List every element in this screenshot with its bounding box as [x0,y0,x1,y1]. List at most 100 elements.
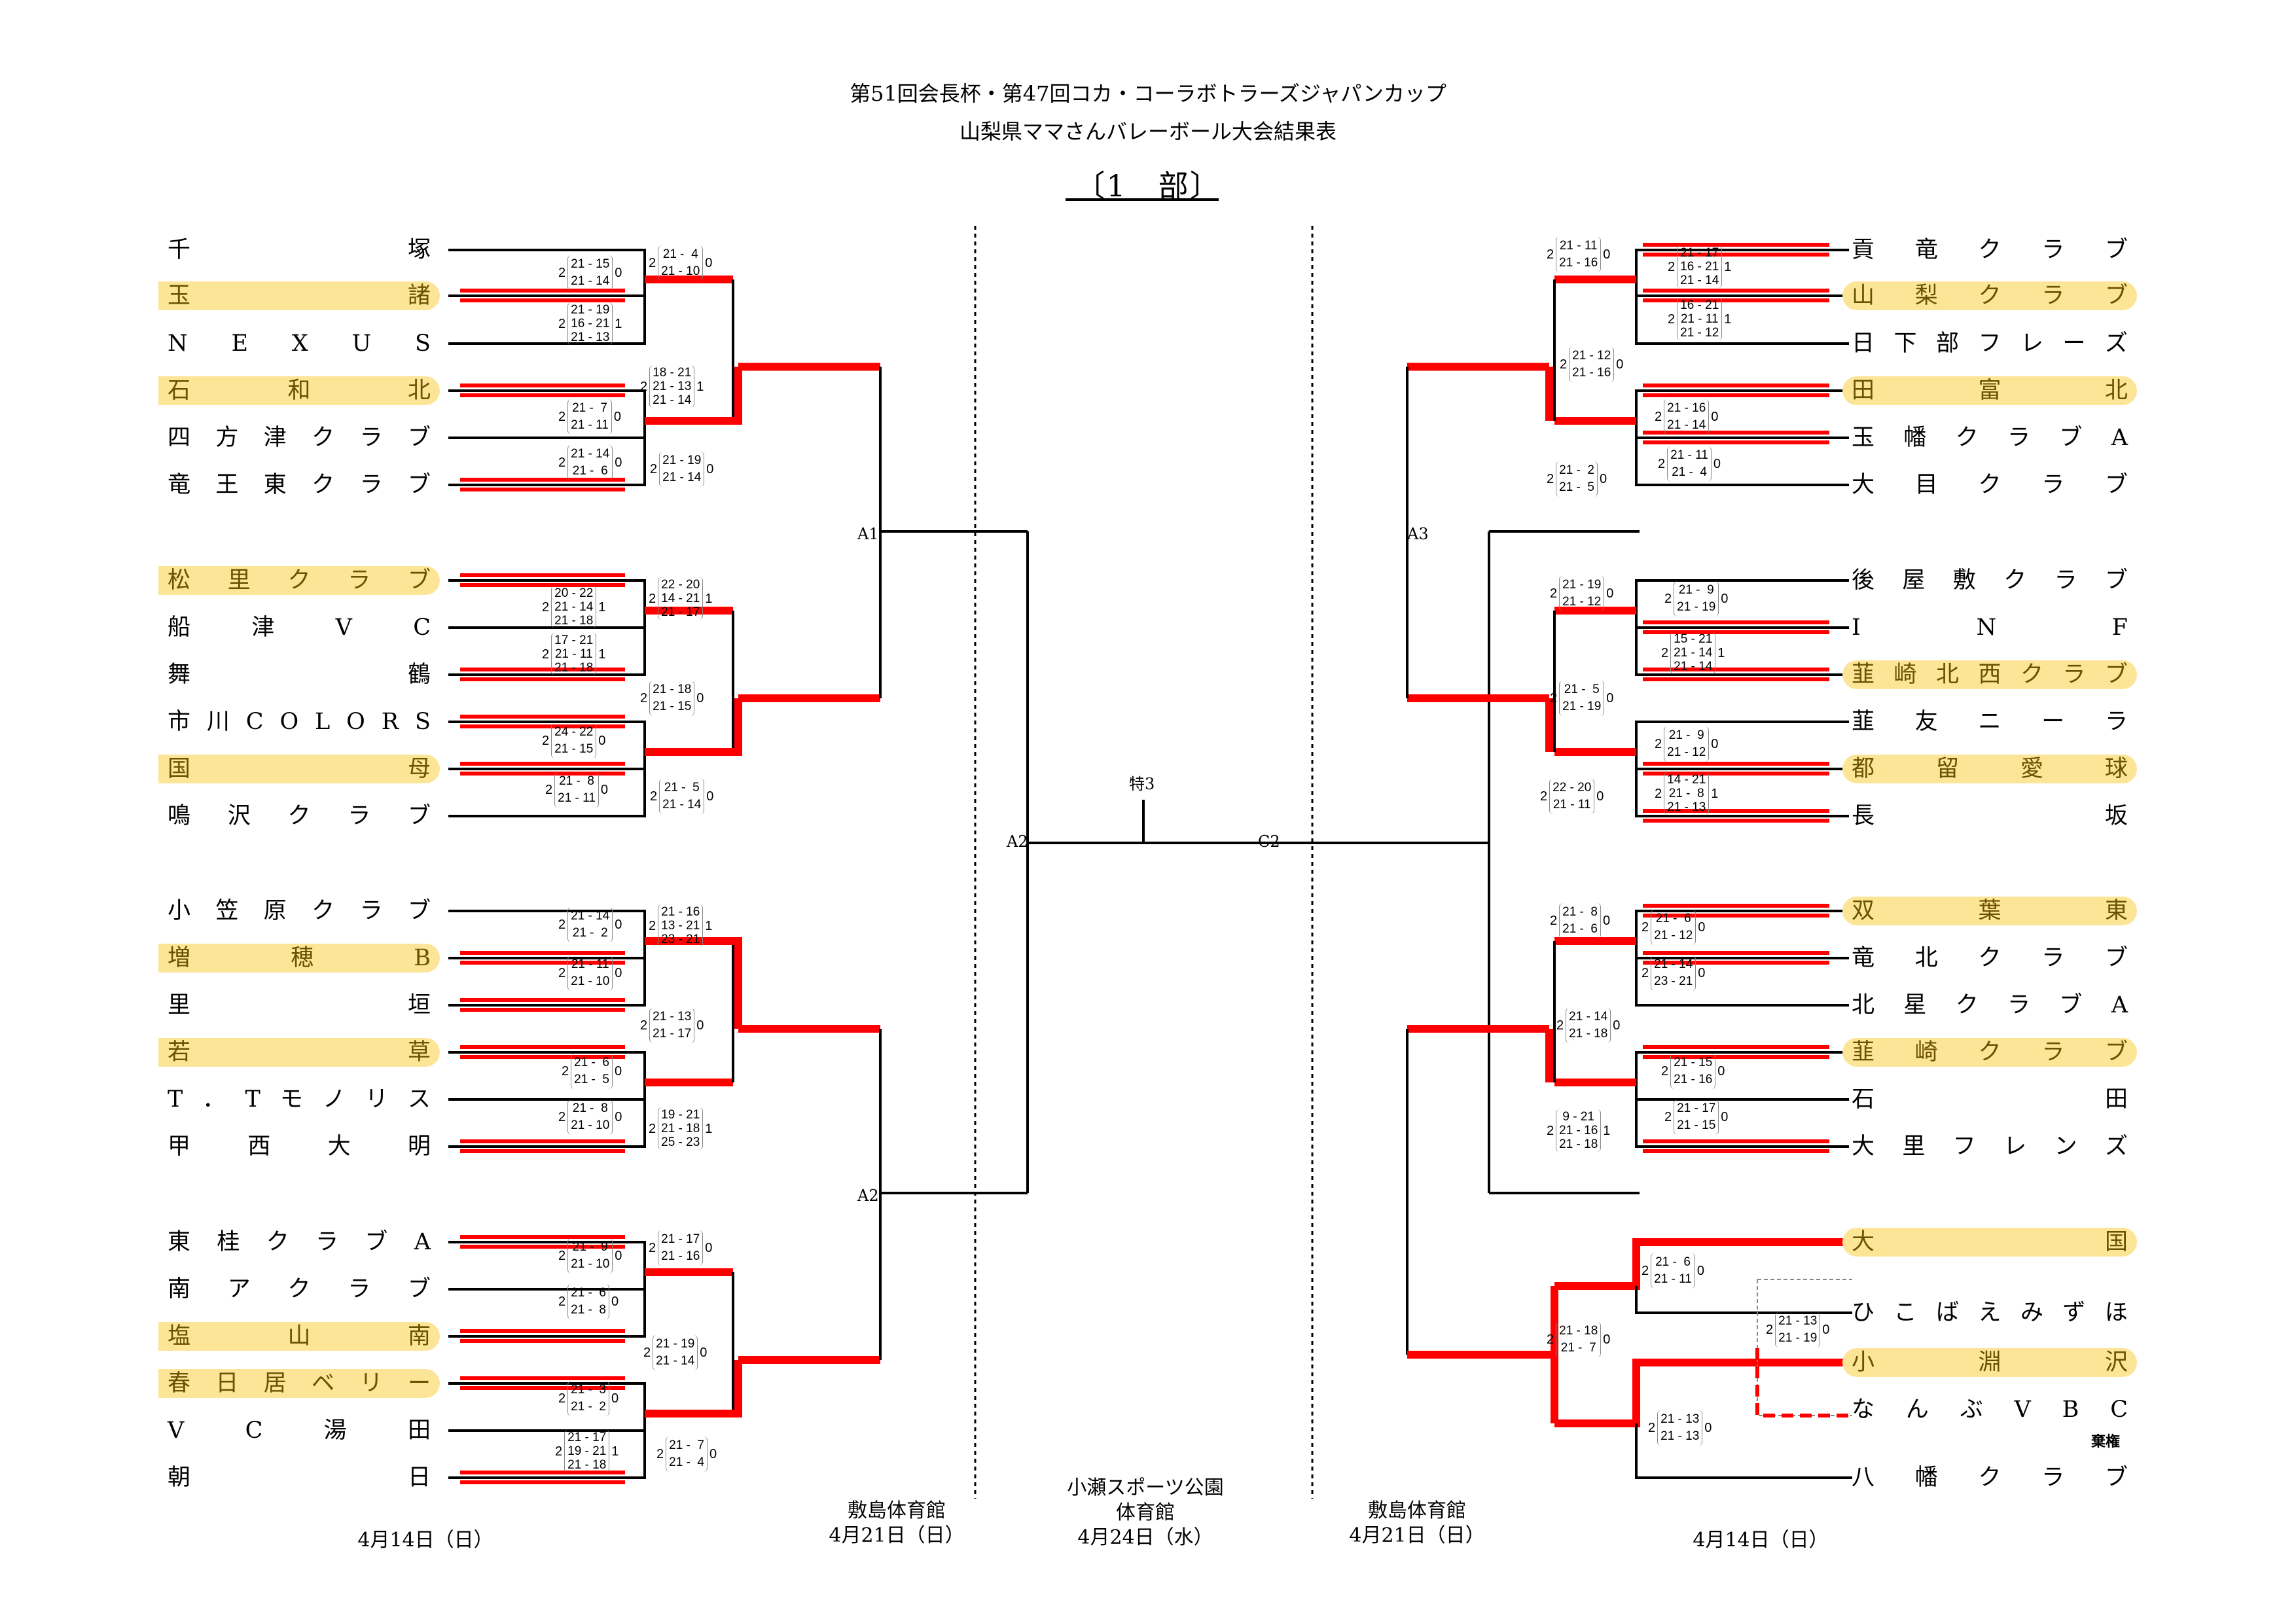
set-score: 22 - 20 [1552,781,1592,794]
team-name-char: 葉 [1978,898,2001,924]
sets-lost: 0 [1713,457,1721,471]
team-left-0: 千塚 [158,236,440,264]
winner-path-line [645,366,742,425]
team-name-char: ベ [312,1370,335,1397]
set-score: 21 - 9 [1678,583,1714,597]
team-name-char: フ [1978,330,2001,357]
set-score: 21 - 18 [1569,1027,1608,1041]
team-name-char: 笠 [215,898,239,924]
team-name-char: T [245,1086,260,1113]
set-score: 21 - 14 [1569,1010,1608,1024]
bracket-line [448,1429,646,1479]
set-score: 21 - 11 [571,418,609,432]
set-score: 21 - 16 [1559,256,1598,270]
bracket-line [448,768,646,817]
team-name-char: 船 [168,615,191,641]
team-name-char: 球 [2104,756,2128,782]
sets-lost: 1 [705,1121,713,1136]
sets-lost: 0 [1711,410,1719,424]
bracket-label-a2-left: A2 [857,1186,879,1205]
team-name-char: ク [287,567,311,594]
team-right-11: 長坂 [1842,802,2137,830]
team-left-8: 舞鶴 [158,660,440,689]
team-name-char: 北 [2104,378,2128,404]
sets-won: 2 [1655,737,1662,751]
team-right-5: 大目クラブ [1842,471,2137,499]
team-name-char: ズ [2104,330,2128,357]
sets-won: 2 [1550,691,1558,705]
sets-won: 2 [1648,1421,1656,1435]
sets-lost: 0 [1603,914,1611,928]
set-score: 21 - 12 [1680,326,1719,340]
sets-won: 2 [1668,259,1676,274]
set-score: 21 - 19 [1562,700,1602,713]
set-score: 21 - 4 [669,1455,704,1469]
sets-lost: 0 [615,918,622,932]
bracket-label-c2: C2 [1258,832,1280,851]
set-score: 21 - 13 [653,1010,692,1024]
set-score: 19 - 21 [567,1444,607,1458]
team-name-char: O [346,709,365,735]
final-match-label: 特3 [1129,775,1155,793]
team-name-char: O [279,709,299,735]
venue-center: 小瀬スポーツ公園 体育館 4月24日（水） [1034,1476,1257,1550]
set-score: 20 - 22 [554,586,594,600]
team-name-char: 湯 [323,1418,347,1444]
team-name-char: ラ [2041,945,2065,971]
team-name-char: ほ [2104,1300,2128,1326]
sets-lost: 0 [709,1447,717,1461]
venue-left-date: 4月21日（日） [829,1524,965,1547]
team-name-char: 西 [1978,662,2001,688]
sets-won: 2 [558,266,566,280]
team-name-char: ラ [2007,992,2031,1018]
winner-path-line [645,698,742,756]
team-name-char: 崎 [1914,1039,1938,1065]
sets-won: 2 [640,379,648,394]
team-name-char: ー [2041,709,2065,735]
team-name-char: 大 [327,1133,351,1160]
set-score: 21 - 13 [1660,1412,1700,1426]
team-name-char: 山 [287,1323,311,1349]
team-name-char: ラ [2041,237,2065,263]
set-score: 21 - 15 [653,700,692,713]
team-left-17: 甲西大明 [158,1132,440,1161]
set-score: 21 - 14 [571,274,610,288]
team-name-char: 垣 [407,992,431,1018]
team-name-char: ブ [2104,283,2128,309]
team-name-char: 星 [1903,992,1927,1018]
team-name-char: 淵 [1978,1349,2001,1376]
team-name-char: ク [2003,567,2027,594]
team-name-char: 竜 [1914,237,1938,263]
sets-lost: 0 [1721,1110,1729,1124]
team-name-char: X [291,330,308,357]
venue-right-name: 敷島体育館 [1368,1499,1466,1522]
sets-lost: 1 [1724,312,1732,327]
set-score: 21 - 9 [1668,728,1704,742]
team-name-char: 石 [168,378,191,404]
set-score: 21 - 13 [1660,1429,1700,1443]
team-name-char: T [168,1086,183,1113]
bracket-line [1635,1423,1852,1479]
team-name-char: 日 [215,1370,239,1397]
set-score: 23 - 21 [1654,974,1693,988]
team-right-13: 竜北クラブ [1842,944,2137,972]
